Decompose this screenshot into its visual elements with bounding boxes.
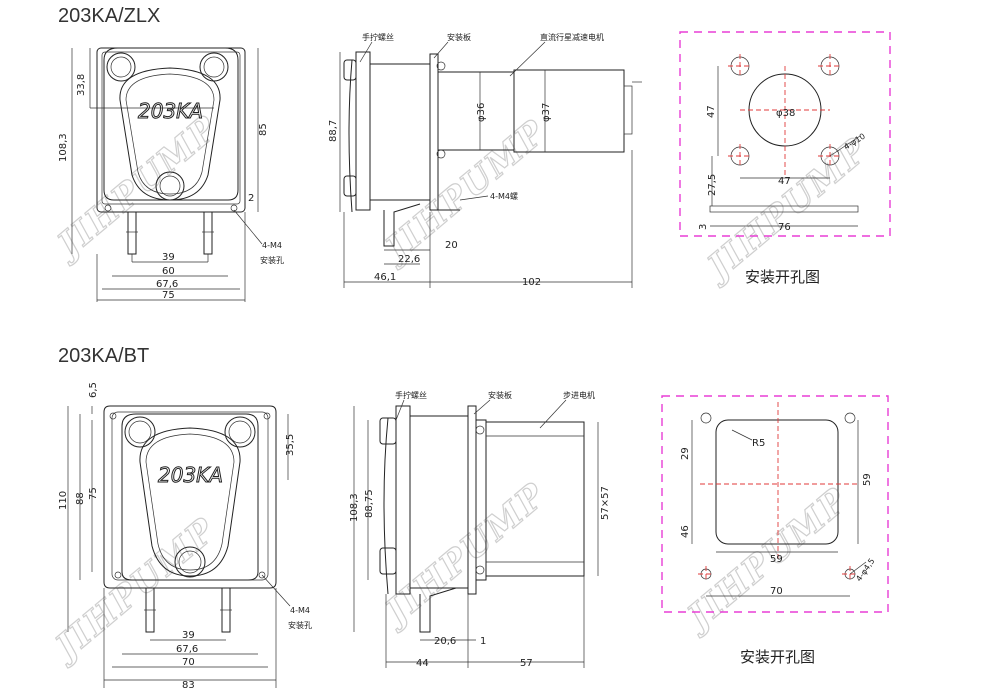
watermark: JIHPUMP xyxy=(675,480,856,641)
dim-label: 76 xyxy=(778,222,791,233)
part-label: 安装板 xyxy=(488,390,512,400)
dim-label: 46,1 xyxy=(374,272,396,283)
mount-note: 4-M4 xyxy=(262,241,282,250)
mount-note: 4-M4 xyxy=(290,606,310,615)
dim-label: 88,75 xyxy=(364,489,375,518)
dim-label: 88 xyxy=(75,492,86,505)
dim-label: 102 xyxy=(522,277,541,288)
section-title-zlx: 203KA/ZLX xyxy=(58,5,160,27)
dim-label: 4-φ4,5 xyxy=(854,557,876,583)
dim-label: 44 xyxy=(416,658,429,669)
dim-label: 75 xyxy=(162,290,175,301)
part-label: 直流行星减速电机 xyxy=(540,32,604,42)
zlx-front-view: 203KA 33,8 108,3 85 2 39 60 67,6 75 4-M4… xyxy=(58,47,284,302)
brand-label: 203KA xyxy=(138,99,203,123)
dim-label: 20 xyxy=(445,240,458,251)
dim-label: φ38 xyxy=(776,108,795,119)
bt-cutout-view: R5 29 59 46 59 4-φ4,5 70 安装开孔图 xyxy=(661,395,889,666)
dim-label: 33,8 xyxy=(76,74,87,96)
part-label: 安装板 xyxy=(447,32,471,42)
dim-label: 3 xyxy=(698,224,709,230)
bt-front-view: 203KA 6,5 35,5 110 88 75 39 67,6 70 83 4… xyxy=(58,382,312,691)
dim-label: 47 xyxy=(778,176,791,187)
dim-label: 57×57 xyxy=(600,486,611,520)
zlx-side-view: 手拧螺丝 安装板 直流行星减速电机 88,7 φ36 φ37 4-M4螺 20 … xyxy=(328,32,642,288)
brand-label: 203KA xyxy=(158,463,223,487)
section-title-bt: 203KA/BT xyxy=(58,345,149,367)
dim-label: 83 xyxy=(182,680,195,691)
dim-label: 29 xyxy=(680,447,691,460)
dim-label: 47 xyxy=(706,105,717,118)
part-label: 步进电机 xyxy=(563,390,595,400)
dim-label: 67,6 xyxy=(156,279,178,290)
watermark: JIHPUMP xyxy=(373,475,554,636)
dim-label: 1 xyxy=(480,636,486,647)
dim-label: 57 xyxy=(520,658,533,669)
dim-label: 4-M4螺 xyxy=(490,191,518,201)
dim-label: 108,3 xyxy=(58,133,69,162)
watermarks: JIHPUMP JIHPUMP JIHPUMP JIHPUMP JIHPUMP … xyxy=(43,107,877,671)
dim-label: 27,5 xyxy=(707,174,718,196)
bt-side-view: 手拧螺丝 安装板 步进电机 108,3 88,75 57×57 20,6 1 4… xyxy=(349,390,611,669)
dim-label: 2 xyxy=(248,193,254,204)
dim-label: φ37 xyxy=(541,103,552,122)
watermark: JIHPUMP xyxy=(695,130,876,291)
dim-label: 46 xyxy=(680,525,691,538)
dim-label: 67,6 xyxy=(176,644,198,655)
mount-note: 安装孔 xyxy=(288,620,312,630)
dim-label: 59 xyxy=(862,473,873,486)
part-label: 手拧螺丝 xyxy=(395,390,427,400)
dim-label: 110 xyxy=(58,491,69,510)
cutout-caption: 安装开孔图 xyxy=(740,648,815,666)
dim-label: 60 xyxy=(162,266,175,277)
watermark: JIHPUMP xyxy=(373,112,554,273)
dim-label: 39 xyxy=(182,630,195,641)
dim-label: φ36 xyxy=(476,103,487,122)
dim-label: 70 xyxy=(182,657,195,668)
dim-label: 35,5 xyxy=(285,434,296,456)
dim-label: 22,6 xyxy=(398,254,420,265)
mount-note: 安装孔 xyxy=(260,255,284,265)
dim-label: 88,7 xyxy=(328,120,339,142)
dim-label: 75 xyxy=(88,487,99,500)
dim-label: 39 xyxy=(162,252,175,263)
dim-label: 85 xyxy=(258,123,269,136)
cutout-caption: 安装开孔图 xyxy=(745,268,820,286)
dim-label: 70 xyxy=(770,586,783,597)
part-label: 手拧螺丝 xyxy=(362,32,394,42)
dim-label: 59 xyxy=(770,554,783,565)
dim-label: 6,5 xyxy=(88,382,99,398)
dim-label: R5 xyxy=(752,438,765,449)
dim-label: 108,3 xyxy=(349,493,360,522)
dim-label: 20,6 xyxy=(434,636,456,647)
